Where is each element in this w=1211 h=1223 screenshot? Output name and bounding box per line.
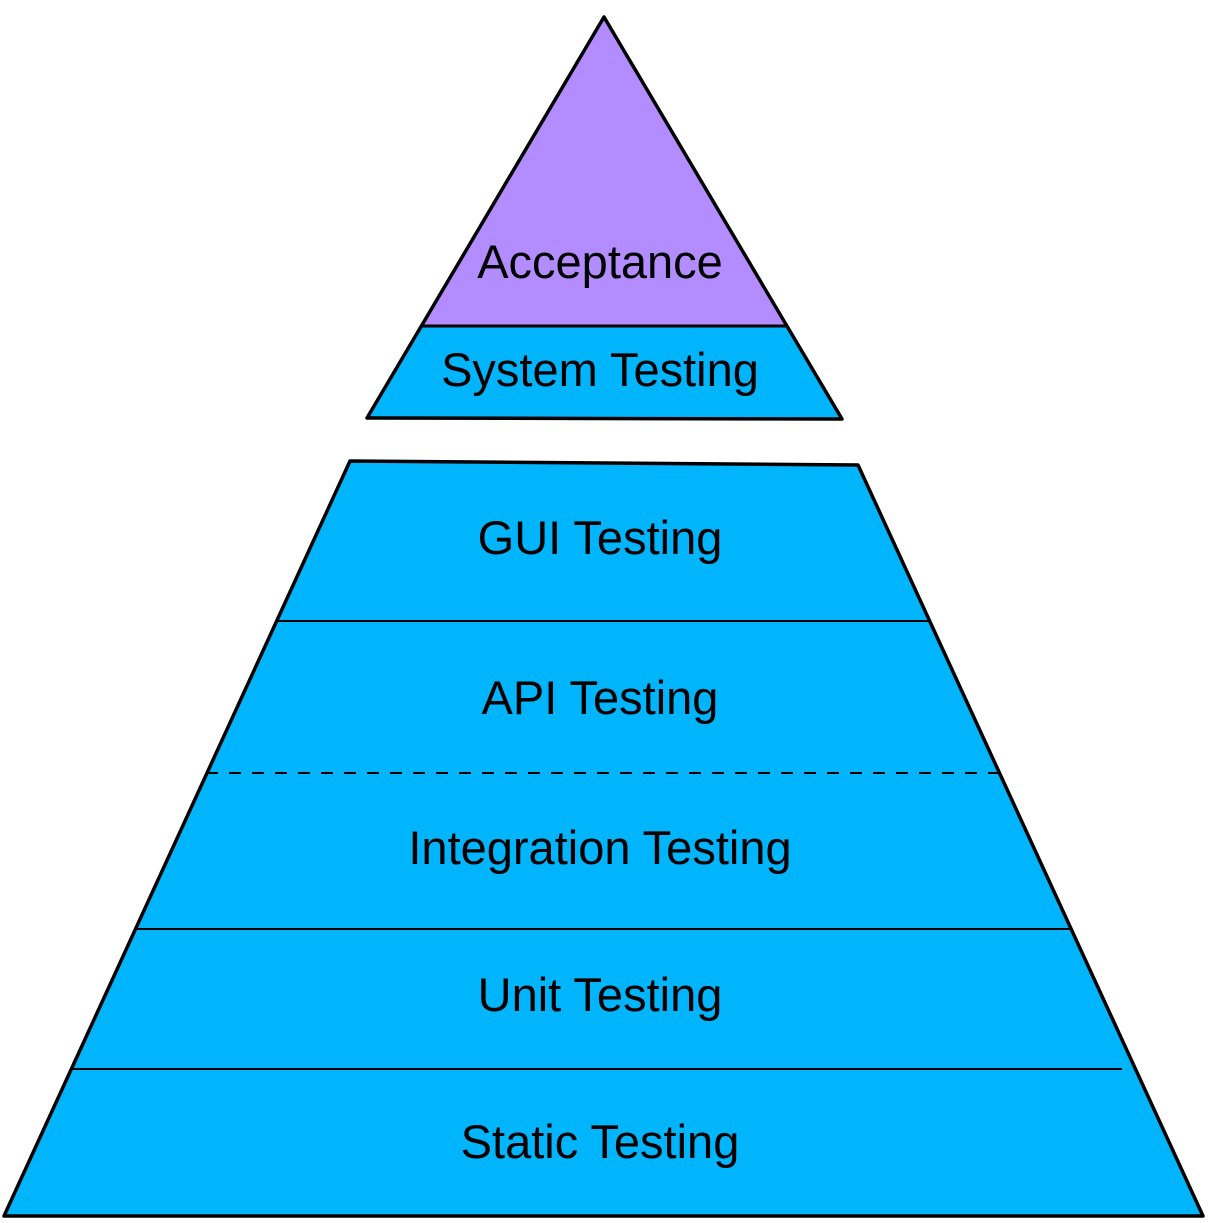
- acceptance-section: [422, 17, 787, 326]
- top-pyramid-outline: [365, 15, 844, 421]
- integration-testing-label: Integration Testing: [408, 821, 791, 874]
- api-testing-label: API Testing: [482, 671, 719, 724]
- top-pyramid: Acceptance System Testing: [365, 15, 844, 421]
- acceptance-label: Acceptance: [477, 235, 723, 288]
- system-testing-section: [367, 326, 842, 419]
- unit-testing-label: Unit Testing: [478, 968, 723, 1021]
- gui-testing-label: GUI Testing: [478, 511, 723, 564]
- bottom-pyramid-body: [2, 459, 1205, 1218]
- system-testing-label: System Testing: [441, 343, 759, 396]
- bottom-pyramid: GUI Testing API Testing Integration Test…: [2, 459, 1205, 1218]
- static-testing-label: Static Testing: [461, 1115, 740, 1168]
